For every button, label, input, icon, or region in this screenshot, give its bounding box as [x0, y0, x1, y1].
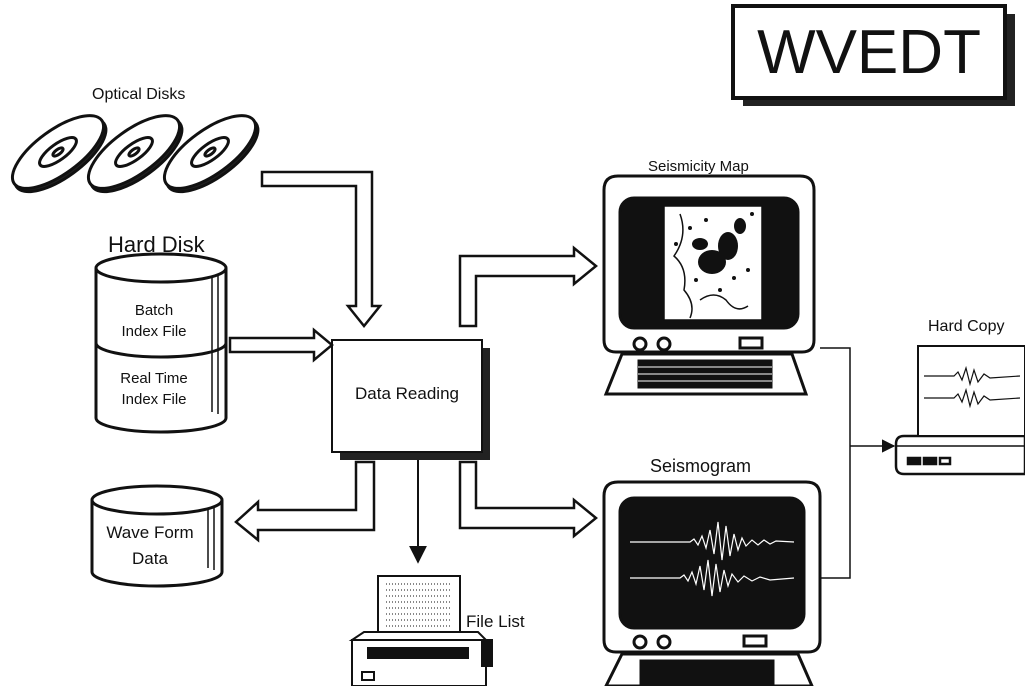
- batch-line2: Index File: [121, 323, 187, 340]
- seismogram-monitor-icon: [602, 480, 822, 686]
- waveform-disk-icon: [90, 484, 224, 588]
- hard-copy-label: Hard Copy: [928, 318, 1005, 335]
- realtime-line1: Real Time: [120, 370, 188, 387]
- wvedt-title: WVEDT: [757, 18, 981, 87]
- file-list-label: File List: [466, 612, 525, 631]
- seismicity-map-label: Seismicity Map: [648, 158, 749, 175]
- waveform-line2: Data: [132, 549, 168, 568]
- optical-disks-label: Optical Disks: [92, 86, 186, 103]
- batch-line1: Batch: [134, 302, 174, 319]
- arrow-optical-to-reading: [260, 170, 383, 329]
- data-reading-box: [331, 339, 490, 460]
- waveform-line1: Wave Form: [106, 523, 194, 542]
- arrow-harddisk-to-reading: [228, 327, 334, 363]
- connector-to-hardcopy: [820, 347, 896, 579]
- hard-disk-icon: [94, 252, 228, 434]
- arrow-reading-to-waveform: [234, 460, 376, 543]
- seismicity-map-monitor-icon: [602, 174, 816, 396]
- title-box: [731, 4, 1015, 106]
- batch-index-file-label: Batch Index File: [96, 300, 212, 342]
- hard-copy-printer-icon: [894, 345, 1025, 476]
- seismogram-label: Seismogram: [650, 456, 752, 476]
- realtime-index-file-label: Real Time Index File: [96, 368, 212, 410]
- seismicity-map-image: [672, 212, 754, 319]
- waveform-data-label: Wave Form Data: [94, 520, 206, 572]
- realtime-line2: Index File: [121, 391, 187, 408]
- arrow-reading-to-seismogram: [458, 460, 598, 539]
- data-reading-label: Data Reading: [355, 384, 459, 403]
- optical-disks-icon: [10, 114, 260, 194]
- arrow-reading-to-map: [458, 245, 598, 328]
- seismogram-traces: [630, 521, 795, 597]
- flow-arrows: [228, 170, 598, 543]
- file-list-printer-icon: [348, 575, 493, 686]
- hard-disk-label: Hard Disk: [108, 232, 205, 257]
